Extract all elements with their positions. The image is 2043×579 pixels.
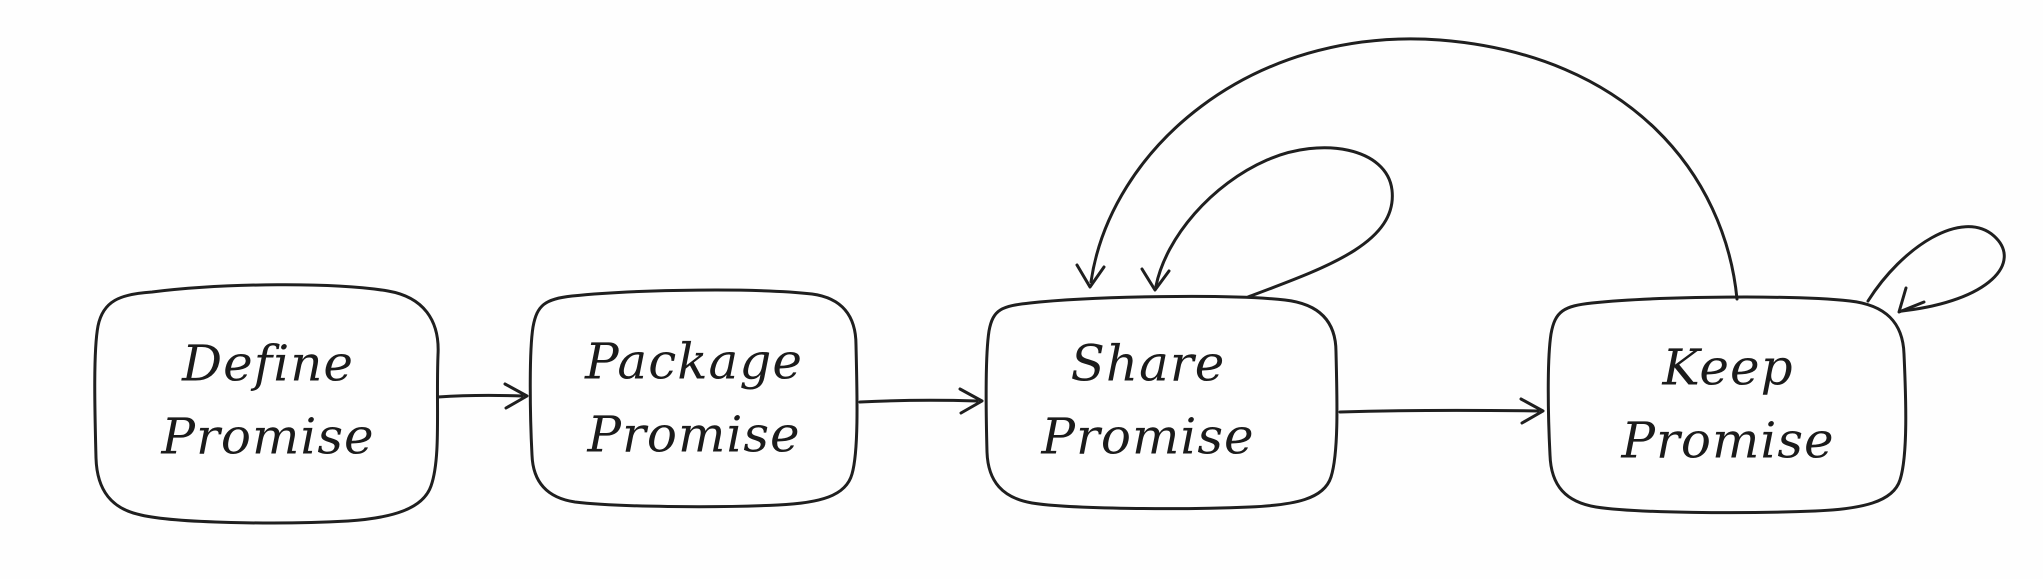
node-share-promise-shape	[984, 294, 1339, 511]
edge-keep-self-loop	[1866, 225, 2006, 313]
edge-define-to-package-arrowhead	[503, 382, 529, 410]
edge-define-to-package	[436, 393, 524, 399]
edge-package-to-share-arrowhead	[958, 387, 984, 415]
edge-keep-to-share-feedback-arc	[1089, 37, 1739, 301]
edge-keep-self-loop-arrowhead	[1897, 286, 1926, 314]
node-define-promise-shape	[93, 283, 440, 525]
edge-share-self-loop-arrowhead	[1140, 267, 1171, 292]
node-package-promise-shape	[528, 288, 859, 509]
edge-share-to-keep-arrowhead	[1519, 397, 1545, 425]
edge-share-to-keep	[1338, 408, 1540, 414]
edge-package-to-share	[858, 398, 979, 404]
edge-share-self-loop	[1154, 146, 1394, 299]
edge-keep-to-share-arrowhead	[1075, 263, 1106, 289]
node-keep-promise-shape	[1546, 295, 1908, 515]
